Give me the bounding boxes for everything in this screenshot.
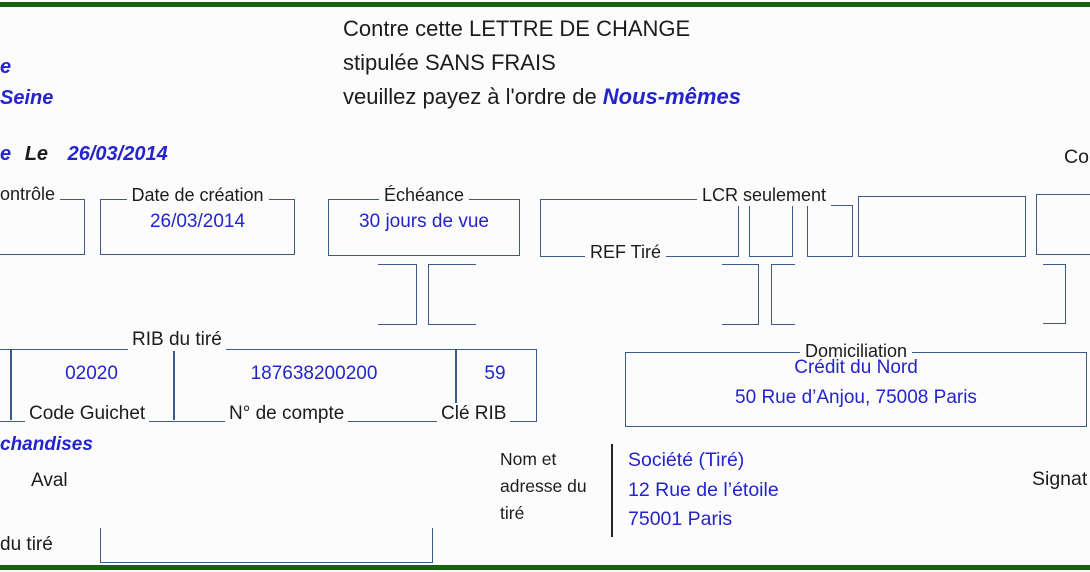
- lcr-seulement-label: LCR seulement: [697, 184, 832, 206]
- le-label: Le: [24, 143, 49, 165]
- marchandises-fragment: chandises: [0, 434, 93, 455]
- tire-signature-box: [100, 528, 433, 563]
- lcr-medium-box: [858, 196, 1026, 257]
- acceptance-bracket-right-2: [771, 264, 795, 325]
- controle-field-label: ontrôle: [0, 183, 61, 205]
- tire-address2: 75001 Paris: [628, 508, 733, 530]
- echeance-value: 30 jours de vue: [359, 211, 489, 232]
- domiciliation-bank: Crédit du Nord: [794, 357, 918, 378]
- acceptance-bracket-left-3: [1043, 264, 1066, 324]
- echeance-field-box: Échéance 30 jours de vue: [328, 184, 520, 256]
- rib-compte-value: 187638200200: [250, 363, 378, 384]
- drawer-address-fragment: e Seine: [0, 52, 53, 114]
- rib-compte-label: N° de compte: [225, 403, 349, 425]
- acceptance-bracket-left-2: [722, 264, 759, 325]
- tire-caption-line3: tiré: [500, 503, 525, 523]
- tire-name: Société (Tiré): [628, 449, 745, 471]
- signature-label-fragment: Signat: [1032, 468, 1088, 490]
- domiciliation-field-box: Domiciliation Crédit du Nord 50 Rue d’An…: [625, 340, 1087, 427]
- tire-caption-line1: Nom et: [500, 449, 557, 469]
- rib-code-guichet-label: Code Guichet: [25, 403, 150, 425]
- rib-divider-2: [173, 349, 175, 420]
- place-fragment: e: [0, 143, 12, 165]
- draft-clause: Contre cette LETTRE DE CHANGE stipulée S…: [343, 12, 741, 114]
- ref-tire-label: REF Tiré: [585, 241, 667, 263]
- draft-clause-line3: veuillez payez à l'ordre de Nous-mêmes: [343, 80, 741, 114]
- order-of-label: veuillez payez à l'ordre de: [343, 84, 603, 109]
- rib-divider-1: [10, 349, 12, 420]
- tire-address1: 12 Rue de l’étoile: [628, 478, 779, 501]
- rib-code-guichet-value: 02020: [65, 363, 118, 384]
- acceptance-bracket-right-1: [428, 264, 476, 325]
- echeance-label: Échéance: [378, 184, 470, 206]
- top-right-label-fragment: Co: [1064, 146, 1089, 168]
- tire-separator-line: [611, 444, 613, 537]
- bottom-green-border: [0, 565, 1090, 570]
- controle-field-box: [0, 199, 85, 255]
- creation-date-text: 26/03/2014: [67, 143, 168, 165]
- aval-label: Aval: [31, 470, 68, 491]
- date-creation-label: Date de création: [126, 184, 269, 206]
- drawer-address-line2: Seine: [0, 87, 54, 109]
- rib-title: RIB du tiré: [128, 329, 226, 351]
- drawer-address-line1: e: [0, 56, 12, 78]
- signature-du-tire-fragment: du tiré: [0, 534, 53, 555]
- lcr-right-box: [1036, 194, 1090, 255]
- date-creation-field-box: Date de création 26/03/2014: [100, 184, 295, 255]
- date-creation-value: 26/03/2014: [149, 211, 246, 232]
- lcr-small-box-2: [807, 205, 853, 257]
- lcr-small-box-1: [749, 205, 793, 257]
- rib-divider-3: [455, 349, 457, 420]
- rib-cle-label: Clé RIB: [437, 403, 511, 425]
- place-date-line: e Le 26/03/2014: [0, 143, 168, 166]
- rib-cle-value: 59: [484, 363, 506, 384]
- tire-address-block: Société (Tiré) 12 Rue de l’étoile 75001 …: [628, 446, 779, 535]
- tire-address-caption: Nom et adresse du tiré: [500, 446, 587, 527]
- order-of-value: Nous-mêmes: [602, 84, 741, 109]
- domiciliation-label: Domiciliation: [799, 340, 913, 362]
- draft-clause-line1: Contre cette LETTRE DE CHANGE: [343, 16, 691, 41]
- tire-caption-line2: adresse du: [500, 476, 587, 496]
- domiciliation-address: 50 Rue d’Anjou, 75008 Paris: [735, 387, 977, 408]
- draft-clause-line2: stipulée SANS FRAIS: [343, 50, 556, 75]
- acceptance-bracket-left-1: [378, 264, 417, 325]
- top-green-border: [0, 2, 1090, 7]
